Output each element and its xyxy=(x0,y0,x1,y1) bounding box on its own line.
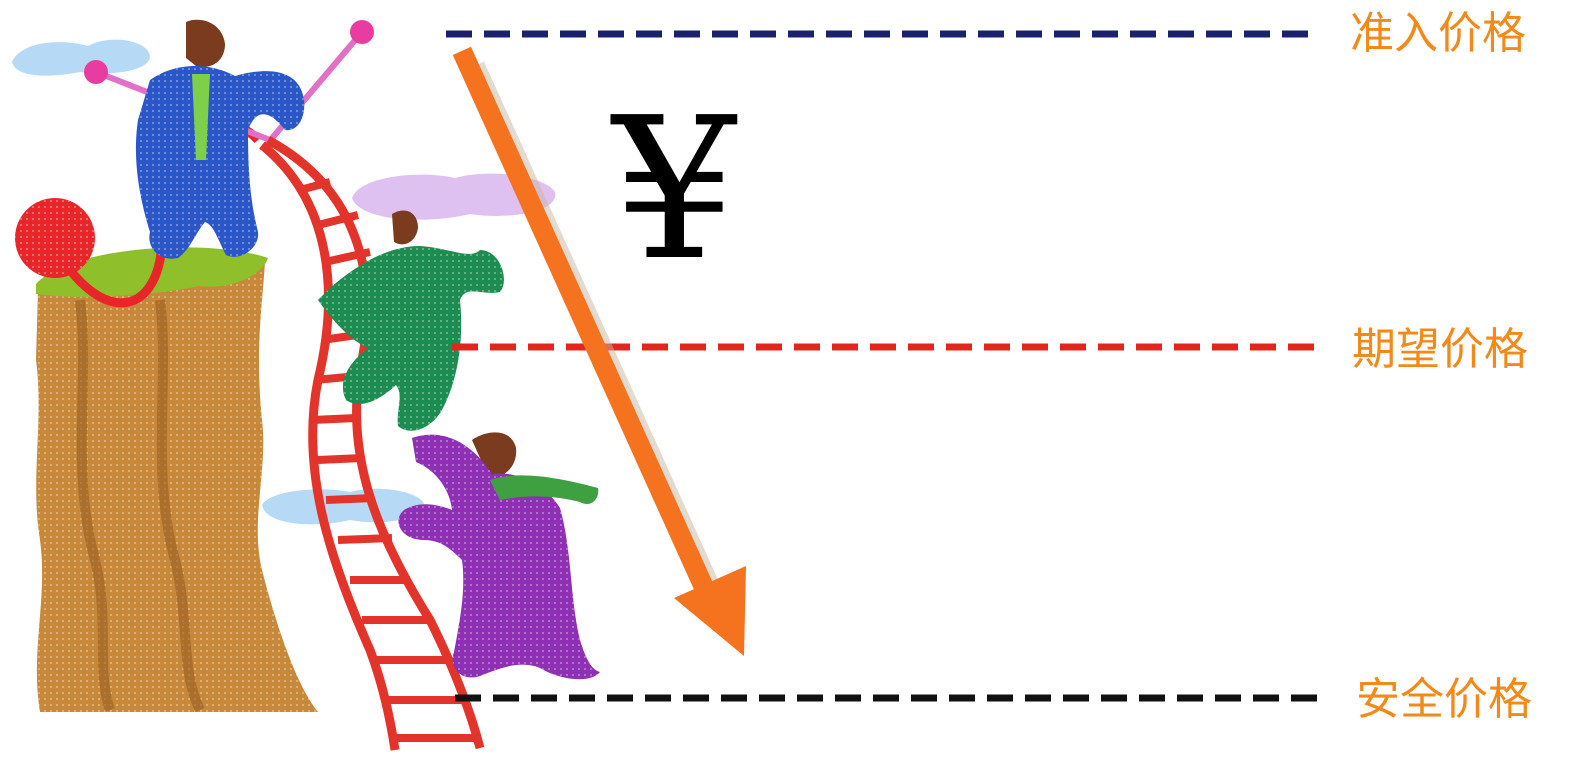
climbing-illustration xyxy=(12,19,600,751)
yuan-symbol: ¥ xyxy=(612,76,737,304)
expected-price-label: 期望价格 xyxy=(1352,324,1528,375)
person-green xyxy=(318,210,504,431)
cloud-icon xyxy=(12,39,556,525)
person-purple xyxy=(398,432,600,680)
cliff xyxy=(36,247,318,713)
ladder xyxy=(259,136,485,751)
entry-price-label: 准入价格 xyxy=(1350,8,1526,59)
downward-arrow-icon xyxy=(452,46,746,656)
safe-price-label: 安全价格 xyxy=(1356,674,1532,725)
person-blue xyxy=(135,19,305,259)
